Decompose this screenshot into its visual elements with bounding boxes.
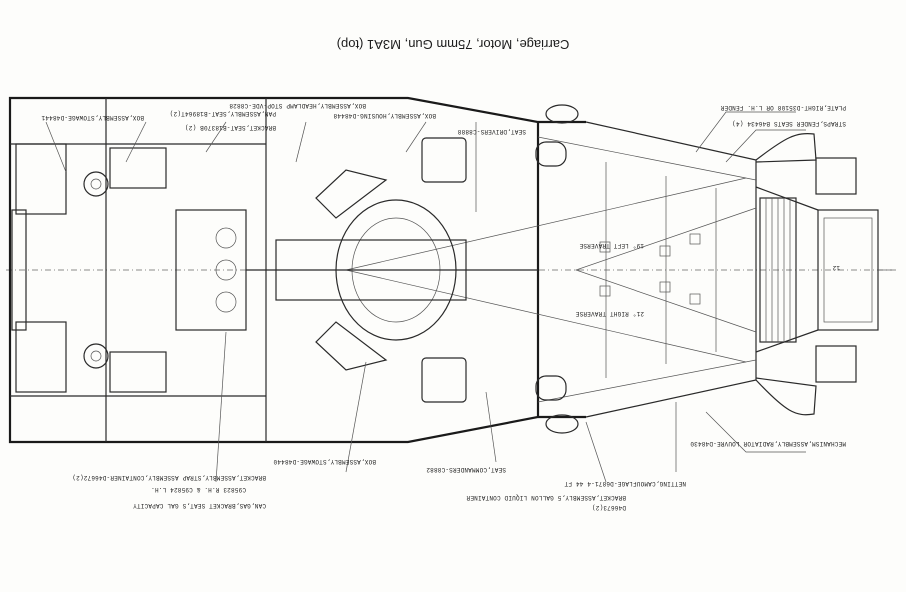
engine-circle-3: [215, 227, 237, 249]
rear-plate: [11, 209, 27, 331]
rear-box-upper: [15, 321, 67, 393]
traverse-left-label: 19° LEFT TRAVERSE: [579, 242, 644, 249]
drawing-title: Carriage, Motor, 75mm Gun, M3A1 (top): [337, 37, 570, 52]
roller-braces: [755, 186, 819, 353]
callout-seat-commanders: SEAT,COMMANDERS-C8882: [426, 466, 506, 473]
callout-straps-fender: STRAPS,FENDER SEATS B46434 (4): [732, 120, 846, 127]
callout-netting: NETTING,CAMOUFLAGE-D6871-4 44 FT: [564, 480, 686, 487]
callout-box-clamp: BOX,ASSEMBLY,HEADLAMP STOP-VDE-C8828: [229, 102, 366, 109]
engine-circle-1: [215, 291, 237, 313]
traverse-line-right: [345, 177, 747, 271]
front-bracket-upper: [815, 345, 857, 383]
fender-front-lower: [755, 133, 817, 163]
bolt-3: [659, 281, 671, 293]
seat-drivers: [421, 357, 467, 403]
stowage-box-rear-lower: [109, 147, 167, 189]
pad-upper: [535, 375, 567, 401]
fender-round-lower: [545, 104, 579, 124]
hull-front-taper: [585, 121, 757, 418]
front-bracket-lower: [815, 157, 857, 195]
callout-can-gas: CAN,GAS,BRACKET SEAT,S GAL CAPACITY: [133, 502, 266, 509]
callout-bracket-seat: BRACKET,SEAT-B18370B (2): [185, 124, 276, 131]
callout-leaders: [45, 111, 806, 483]
gas-can-upper: [83, 343, 109, 369]
engine-deck: [175, 209, 247, 331]
callout-bracket-container: BRACKET,ASSEMBLY,5 GALLON LIQUID CONTAIN…: [466, 494, 626, 501]
callout-box-stowage-top: BOX,ASSEMBLY,STOWAGE-D48441: [41, 114, 144, 121]
traverse-right-label: 21° RIGHT TRAVERSE: [575, 310, 644, 317]
stowage-box-rear-upper: [109, 351, 167, 393]
callout-pan-seat: PAN,ASSEMBLY,SEAT-B18964T(2): [170, 110, 276, 117]
front-structure-lines: [537, 136, 757, 403]
engine-circle-2: [215, 259, 237, 281]
callout-box-stowage-bottom: BOX,ASSEMBLY,STOWAGE-D48440: [273, 458, 376, 465]
callout-bracket-container-num: D46673(2): [592, 504, 626, 511]
bolt-5: [599, 285, 611, 297]
bolt-2: [689, 233, 701, 245]
callout-bracket-strap: BRACKET,ASSEMBLY,STRAP ASSEMBLY,CONTAINE…: [72, 474, 266, 481]
callout-box-housing: BOX,ASSEMBLY,HOUSING-D48448: [333, 112, 436, 119]
callout-seat-drivers: SEAT,DRIVERS-C8888: [457, 128, 526, 135]
callout-fender-plate: PLATE,RIGHT-D35108 OR L.H. FENDER: [720, 104, 846, 111]
bolt-4: [659, 245, 671, 257]
fender-round-upper: [545, 414, 579, 434]
callout-mechanism-louvre: MECHANISM,ASSEMBLY,RADIATOR LOUVRE-D4843…: [690, 440, 846, 447]
gas-can-lower: [83, 171, 109, 197]
callout-bracket-lh: C95823 R.H. & C95824 L.H.: [151, 486, 246, 493]
bolt-1: [689, 293, 701, 305]
traverse-line-left: [345, 269, 747, 363]
shield-brace-lower: [315, 169, 388, 219]
pad-lower: [535, 141, 567, 167]
rear-box-lower: [15, 143, 67, 215]
dimension-12: 12: [832, 264, 840, 271]
seat-commanders: [421, 137, 467, 183]
shield-brace-upper: [315, 321, 388, 371]
bolt-6: [599, 241, 611, 253]
front-ribs: [605, 162, 717, 378]
front-roller-inner: [823, 217, 873, 323]
fender-front-upper: [755, 377, 817, 416]
